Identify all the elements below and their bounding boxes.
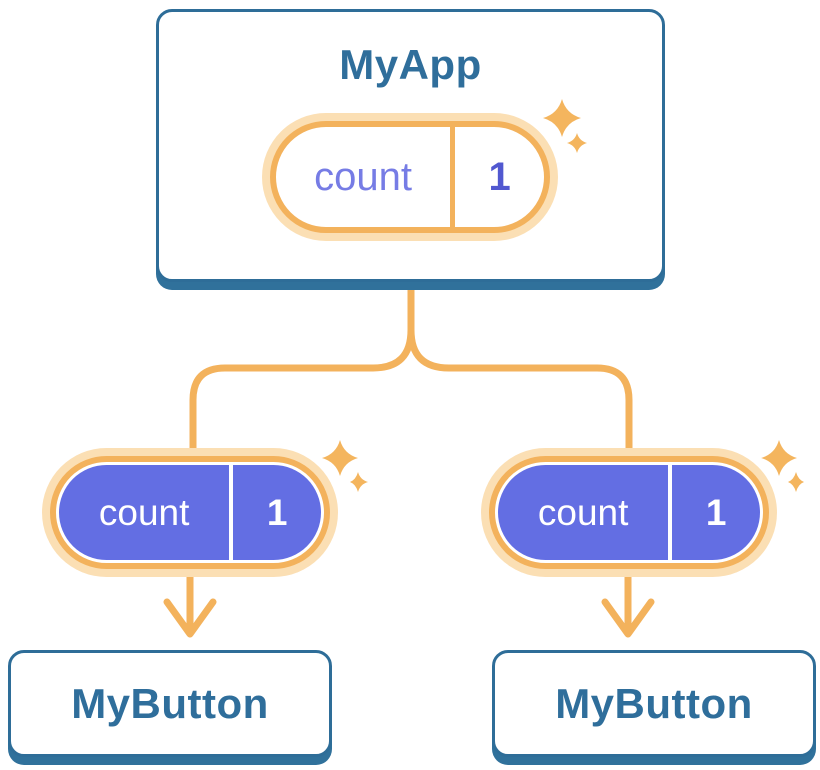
state-name: count [537,491,629,533]
state-pill-body: count 1 [489,456,769,569]
component-card-child-right: MyButton [492,650,816,757]
component-card-child-left: MyButton [8,650,332,757]
state-value: 1 [229,465,321,560]
state-pill-root: count 1 [262,113,558,241]
state-pill-child-left: count 1 [42,448,338,577]
state-pill-fill: count 1 [498,465,760,560]
connector-branch-left [189,278,415,459]
state-pill-fill: count 1 [59,465,321,560]
state-pill-body: count 1 [270,121,550,233]
component-title: MyButton [555,679,753,727]
state-name: count [98,491,190,533]
arrow-down-icon [601,566,655,638]
component-title: MyApp [339,41,482,88]
state-pill-body: count 1 [50,456,330,569]
component-title: MyButton [71,679,269,727]
connector-branch-right [407,278,633,459]
state-value: 1 [450,127,544,227]
state-name: count [314,154,413,199]
state-pill-child-right: count 1 [481,448,777,577]
state-value: 1 [668,465,760,560]
arrow-down-icon [163,566,217,638]
